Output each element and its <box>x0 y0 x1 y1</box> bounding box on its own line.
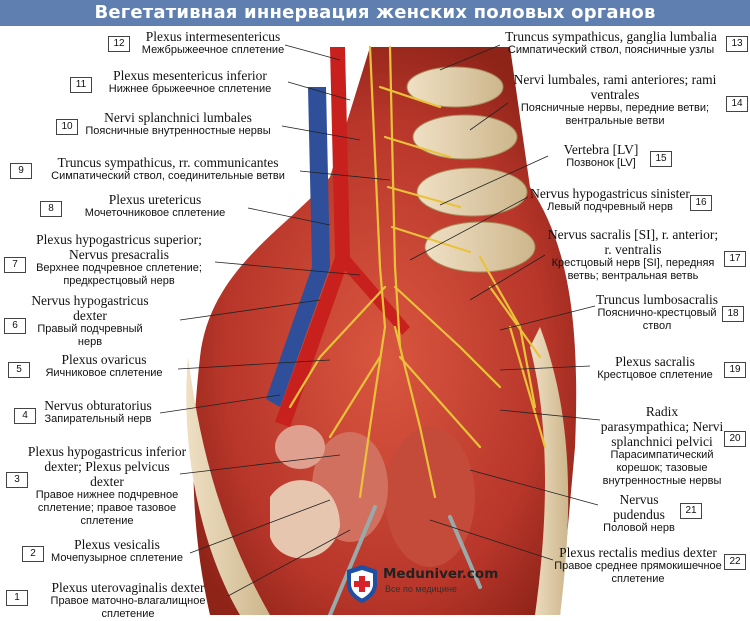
label-number-4: 4 <box>14 408 36 424</box>
label-truncus-lumbosacralis: Truncus lumbosacralis Пояснично-крестцов… <box>595 292 719 332</box>
label-number-1: 1 <box>6 590 28 606</box>
label-number-5: 5 <box>8 362 30 378</box>
label-truncus-sympathicus-rr-communicantes: Truncus sympathicus, rr. communicantes С… <box>51 155 285 182</box>
label-number-11: 11 <box>70 77 92 93</box>
label-nervus-obturatorius: Nervus obturatorius Запирательный нерв <box>44 398 152 425</box>
label-plexus-uretericus: Plexus uretericus Мочеточниковое сплетен… <box>84 192 226 219</box>
label-number-2: 2 <box>22 546 44 562</box>
label-number-7: 7 <box>4 257 26 273</box>
shield-cross-icon <box>347 565 377 603</box>
label-plexus-hypogastricus-superior: Plexus hypogastricus superior; Nervus pr… <box>36 232 202 287</box>
label-plexus-intermesentericus: Plexus intermesentericus Межбрыжеечное с… <box>141 29 285 56</box>
label-number-13: 13 <box>726 36 748 52</box>
label-plexus-mesentericus-inferior: Plexus mesentericus inferior Нижнее брыж… <box>108 68 272 95</box>
label-number-18: 18 <box>722 306 744 322</box>
label-number-14: 14 <box>726 96 748 112</box>
meduniver-logo: Meduniver.com Все по медицине <box>345 562 505 606</box>
label-plexus-sacralis: Plexus sacralis Крестцовое сплетение <box>597 354 713 381</box>
label-number-6: 6 <box>4 318 26 334</box>
page-title: Вегетативная иннервация женских половых … <box>0 0 750 26</box>
watermark-tagline: Все по медицине <box>385 584 457 594</box>
label-nervus-hypogastricus-dexter: Nervus hypogastricus dexter Правый подчр… <box>31 293 149 348</box>
label-nervi-splanchnici-lumbales: Nervi splanchnici lumbales Поясничные вн… <box>85 110 271 137</box>
label-plexus-rectalis-medius-dexter: Plexus rectalis medius dexter Правое сре… <box>554 545 722 585</box>
label-number-10: 10 <box>56 119 78 135</box>
label-plexus-ovaricus: Plexus ovaricus Яичниковое сплетение <box>45 352 163 379</box>
label-plexus-hypogastricus-inferior-dexter: Plexus hypogastricus inferior dexter; Pl… <box>27 444 187 527</box>
label-vertebra-lv: Vertebra [LV] Позвонок [LV] <box>563 142 639 169</box>
label-nervus-pudendus: Nervus pudendus Половой нерв <box>603 492 675 534</box>
label-radix-parasympathica: Radix parasympathica; Nervi splanchnici … <box>600 404 724 487</box>
label-number-19: 19 <box>724 362 746 378</box>
label-nervus-sacralis-si: Nervus sacralis [SI], r. anterior; r. ve… <box>547 227 719 282</box>
label-plexus-uterovaginalis-dexter: Plexus uterovaginalis dexter Правое мато… <box>50 580 206 620</box>
watermark-name: Meduniver.com <box>383 566 499 582</box>
label-plexus-vesicalis: Plexus vesicalis Мочепузырное сплетение <box>51 537 183 564</box>
label-number-17: 17 <box>724 251 746 267</box>
label-number-22: 22 <box>724 554 746 570</box>
label-number-3: 3 <box>6 472 28 488</box>
label-number-9: 9 <box>10 163 32 179</box>
label-number-21: 21 <box>680 503 702 519</box>
label-number-20: 20 <box>724 431 746 447</box>
label-number-8: 8 <box>40 201 62 217</box>
label-nervi-lumbales-rami-anteriores: Nervi lumbales, rami anteriores; rami ve… <box>513 72 717 127</box>
label-number-12: 12 <box>108 36 130 52</box>
label-truncus-sympathicus-ganglia-lumbalia: Truncus sympathicus, ganglia lumbalia Си… <box>505 29 717 56</box>
label-number-15: 15 <box>650 151 672 167</box>
label-nervus-hypogastricus-sinister: Nervus hypogastricus sinister Левый подч… <box>530 186 690 213</box>
label-number-16: 16 <box>690 195 712 211</box>
